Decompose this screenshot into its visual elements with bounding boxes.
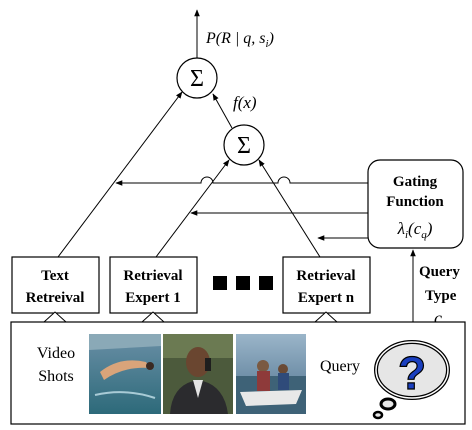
- text-retrieval-box: [11, 256, 100, 314]
- ellipsis-square-1: [213, 276, 227, 290]
- retrieval-expert-n-line1: Retrieval: [296, 268, 355, 284]
- top-sum-node: [176, 57, 218, 99]
- gating-title-line1: Gating: [393, 174, 438, 190]
- text-retrieval-line1: Text: [41, 268, 69, 284]
- output-probability-label: P(R | q, si): [205, 30, 274, 50]
- question-mark: ?: [398, 347, 426, 399]
- question-bubble-icon: ?: [372, 340, 450, 420]
- text-retrieval-to-top-sum-arrow: [57, 91, 183, 258]
- retrieval-expert-1-box: [109, 256, 198, 314]
- retrieval-expert-n-line2: Expert n: [298, 290, 355, 306]
- gating-title-line2: Function: [386, 194, 444, 210]
- gating-function-box: [367, 159, 464, 249]
- text-retrieval-line2: Retreival: [26, 290, 85, 306]
- query-label: Query: [320, 358, 360, 375]
- retrieval-expert-1-line1: Retrieval: [123, 268, 182, 284]
- people-on-boat-thumbnail: [236, 334, 306, 414]
- diver-thumbnail: [89, 334, 161, 414]
- query-type-line1: Query: [419, 264, 460, 280]
- query-type-line2: Type: [425, 288, 457, 304]
- gating-lambda-formula: λi(cq): [397, 219, 433, 241]
- retrieval-expert-n-box: [282, 256, 371, 314]
- video-shots-line1: Video: [37, 345, 75, 362]
- top-sum-symbol: Σ: [190, 66, 204, 92]
- ellipsis-square-2: [236, 276, 250, 290]
- expertn-to-inner-sum-arrow: [258, 159, 321, 258]
- man-on-phone-thumbnail: [163, 334, 233, 414]
- expert1-to-inner-sum-arrow: [155, 159, 230, 258]
- ellipsis-square-3: [259, 276, 273, 290]
- inner-sum-symbol: Σ: [237, 133, 251, 159]
- video-shots-line2: Shots: [38, 368, 74, 385]
- retrieval-expert-1-line2: Expert 1: [125, 290, 180, 306]
- inner-to-top-arrow: [212, 93, 233, 129]
- gating-weight-line-1: [115, 176, 368, 186]
- inner-sum-node: [223, 124, 265, 166]
- fx-label: f(x): [233, 93, 257, 112]
